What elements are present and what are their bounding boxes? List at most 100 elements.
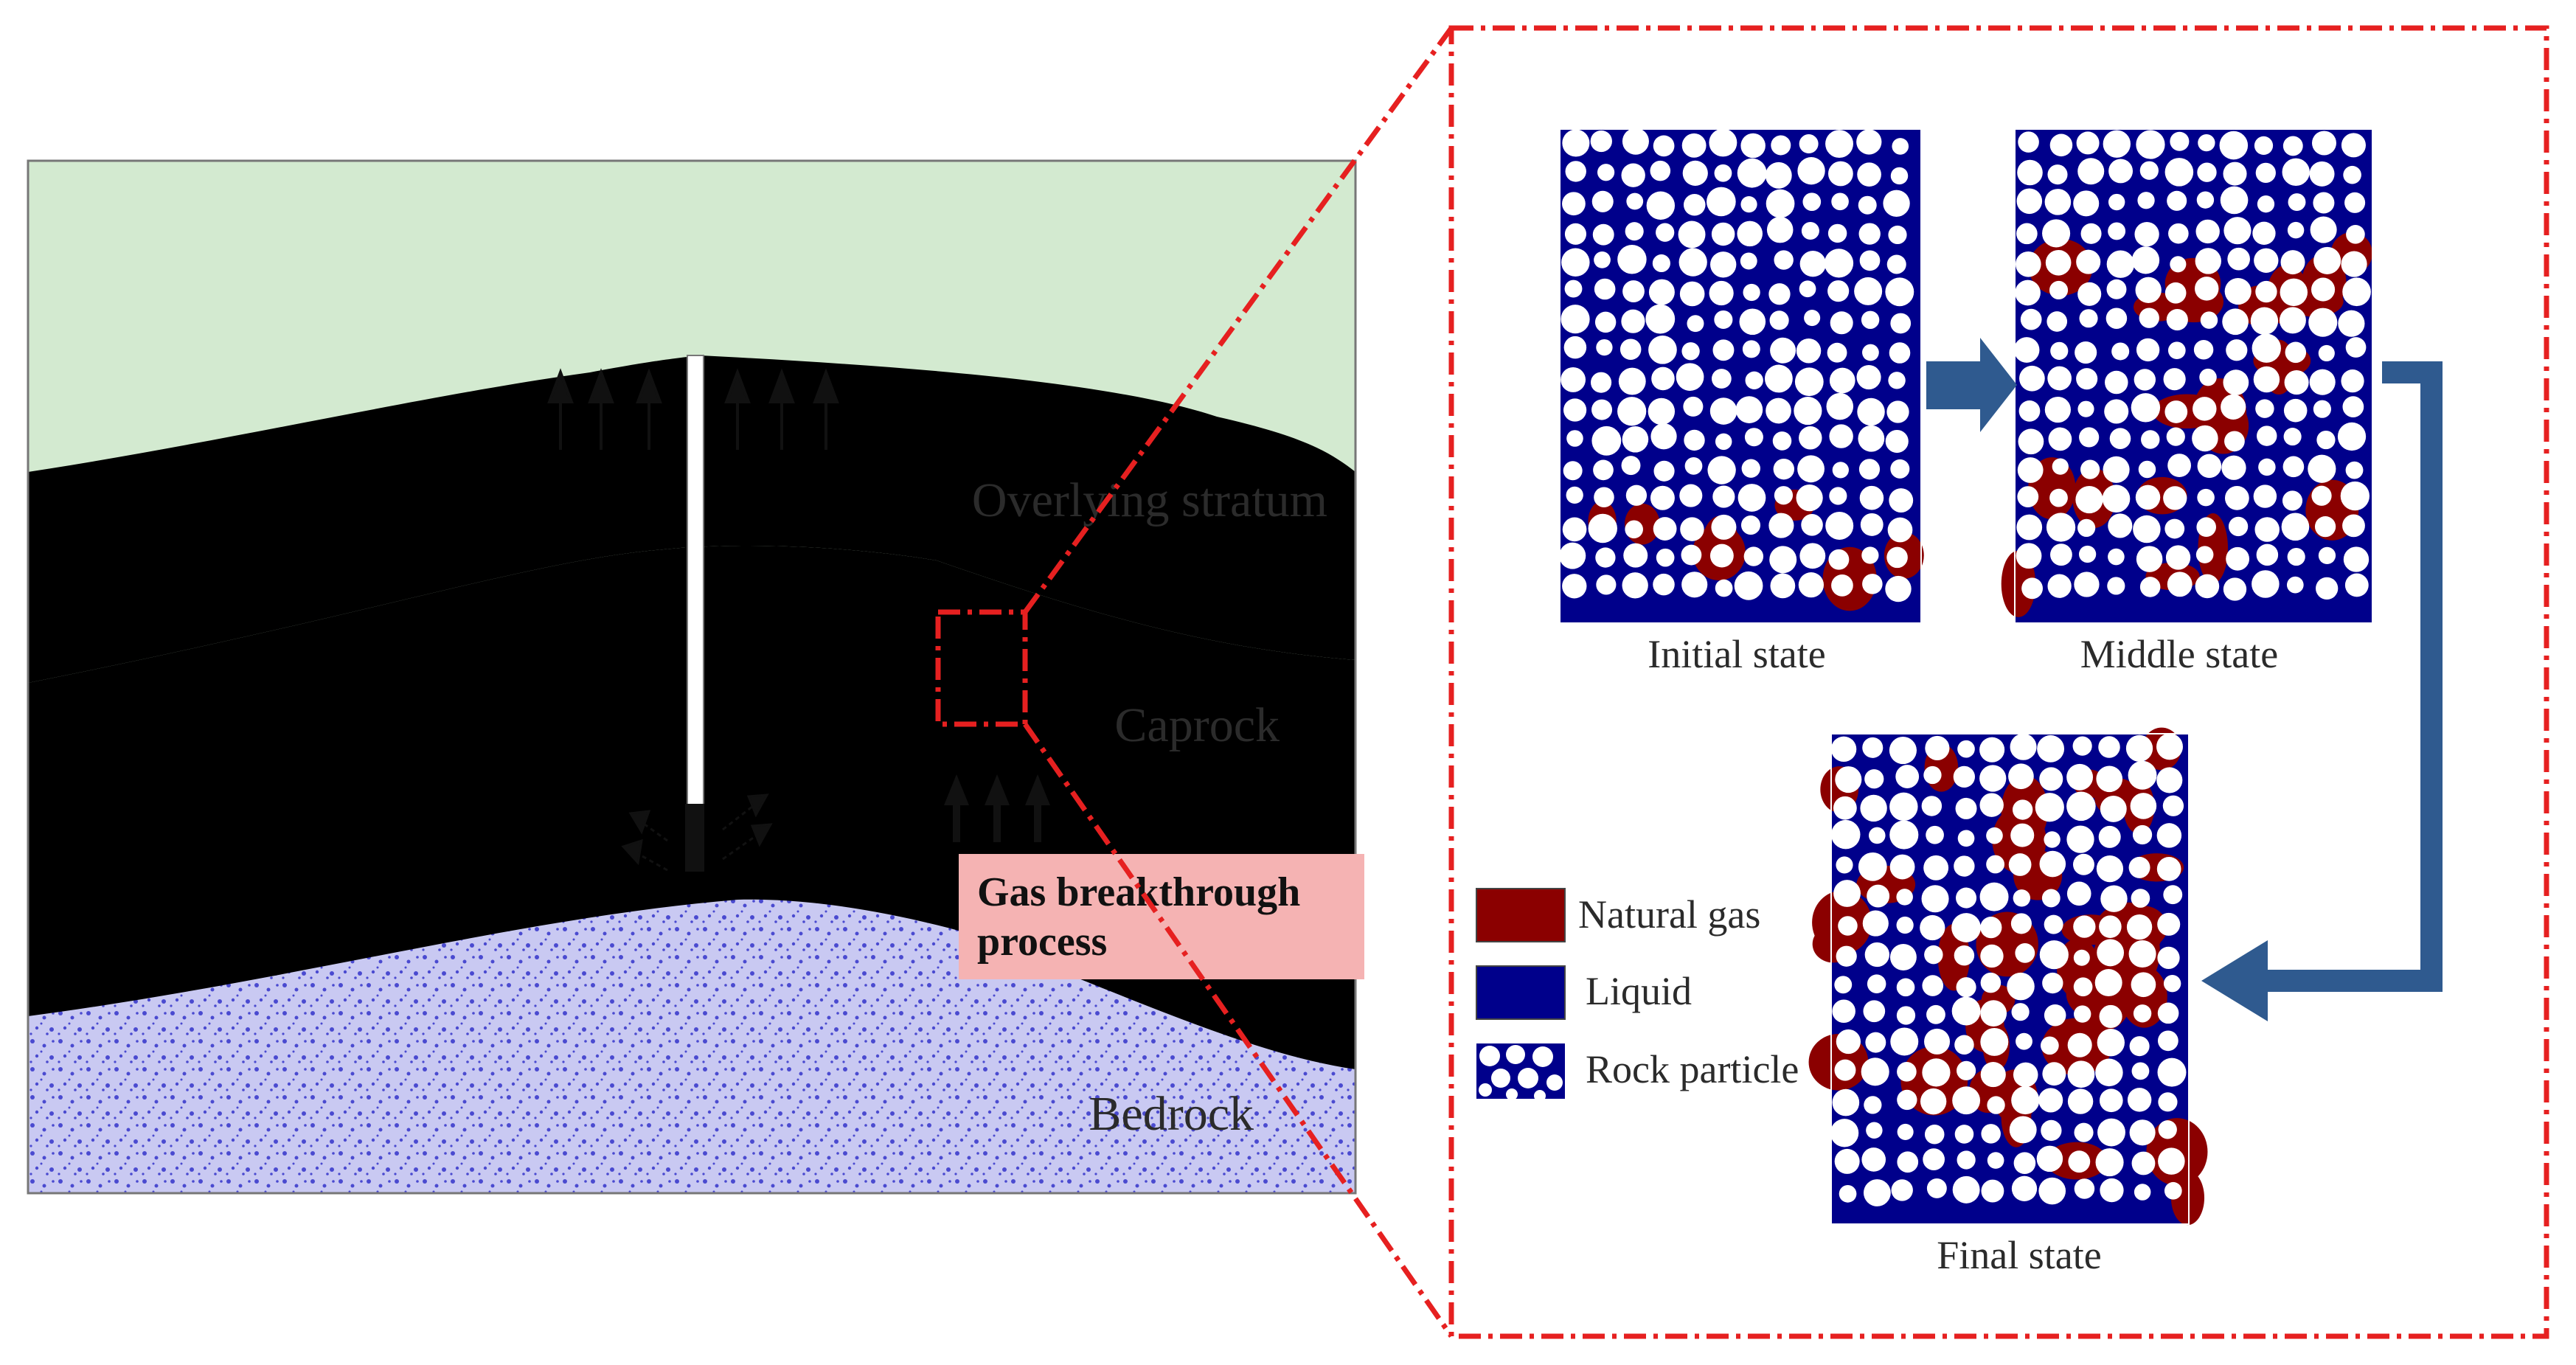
rock-particle <box>1834 1148 1860 1174</box>
rock-particle <box>1923 1148 1945 1171</box>
rock-particle <box>2133 515 2161 543</box>
zoom-region <box>935 609 1028 727</box>
rock-particle <box>1740 515 1761 535</box>
rock-particle <box>2222 308 2249 336</box>
rock-particle <box>2099 1004 2122 1029</box>
rock-particle <box>1769 310 1789 330</box>
rock-particle <box>2170 256 2187 273</box>
rock-particle <box>1835 766 1862 793</box>
rock-particle <box>2221 394 2246 420</box>
rock-particle <box>2287 221 2305 239</box>
rock-particle <box>1951 913 1981 942</box>
rock-particle <box>1652 254 1670 273</box>
rock-particle <box>1562 192 1586 216</box>
rock-particle <box>1561 248 1590 277</box>
rock-particle <box>1952 1175 1980 1204</box>
rock-particle <box>1838 916 1858 936</box>
rock-particle <box>2158 1120 2177 1139</box>
rock-particle <box>1827 223 1847 243</box>
surface-gas-arrows <box>547 368 839 450</box>
rock-particle <box>1896 889 1913 906</box>
rock-particle <box>1829 367 1855 394</box>
rock-particle <box>2219 131 2249 160</box>
rock-particle <box>1711 369 1732 389</box>
rock-particle <box>1890 167 1909 185</box>
rock-particle <box>1591 190 1614 212</box>
rock-particle <box>2316 430 2336 450</box>
rock-particle <box>2285 341 2307 364</box>
rock-particle <box>2074 1178 2095 1199</box>
rock-particle <box>2345 461 2364 479</box>
legend-rock-grain <box>1534 1090 1546 1102</box>
rock-particle <box>2255 399 2274 418</box>
rock-particle <box>1890 459 1910 479</box>
rock-particle <box>2346 224 2365 244</box>
rock-particle <box>1890 1027 1919 1056</box>
rock-particle <box>2016 188 2043 215</box>
panel-final <box>1808 727 2208 1226</box>
rock-particle <box>2016 543 2042 569</box>
rock-particle <box>1622 128 1649 155</box>
rock-particle <box>1712 339 1735 361</box>
rock-particle <box>2046 513 2076 542</box>
rock-particle <box>1828 161 1853 187</box>
rock-particle <box>2282 136 2303 156</box>
rock-particle <box>2341 369 2364 393</box>
rock-particle <box>2284 370 2309 395</box>
rock-particle <box>2341 133 2366 158</box>
rock-particle <box>2252 221 2276 245</box>
rock-particle <box>2041 889 2061 908</box>
layer-label-overlying: Overlying stratum <box>972 473 1327 527</box>
legend-rock-grain <box>1479 1046 1500 1066</box>
rock-particle <box>2308 308 2338 337</box>
rock-particle <box>2139 161 2159 180</box>
rock-particle <box>1832 462 1849 479</box>
rock-particle <box>1617 244 1647 274</box>
rock-particle <box>1957 1150 1976 1170</box>
rock-particle <box>1774 250 1794 270</box>
panel-label-initial: Initial state <box>1648 632 1825 676</box>
rock-particle <box>2252 570 2280 598</box>
rock-particle <box>1957 740 1975 758</box>
rock-particle <box>2077 400 2094 417</box>
rock-particle <box>1625 222 1644 241</box>
rock-particle <box>2074 572 2100 597</box>
rock-particle <box>2066 881 2091 906</box>
rock-particle <box>1980 1027 2009 1056</box>
rock-particle <box>1715 579 1733 597</box>
rock-particle <box>1799 134 1819 154</box>
rock-particle <box>1739 308 1766 336</box>
rock-particle <box>2049 488 2068 507</box>
rock-particle <box>1954 1125 1974 1144</box>
panel-frame <box>1559 128 1922 624</box>
rock-particle <box>1707 187 1736 217</box>
rock-particle <box>1799 280 1816 298</box>
rock-particle <box>1743 283 1760 302</box>
rock-particle <box>2158 1092 2178 1112</box>
rock-particle <box>2021 577 2044 600</box>
rock-particle <box>1653 460 1675 482</box>
rock-particle <box>1885 429 1909 454</box>
rock-particle <box>2098 825 2121 848</box>
rock-particle <box>2048 427 2072 451</box>
rock-particle <box>1735 396 1763 423</box>
rock-particle <box>2343 546 2370 572</box>
rock-particle <box>2079 309 2098 328</box>
rock-particle <box>1768 283 1791 305</box>
rock-particle <box>1888 225 1907 245</box>
rock-particle <box>2342 277 2371 307</box>
rock-particle <box>1681 544 1702 566</box>
rock-particle <box>2131 1151 2156 1175</box>
rock-particle <box>2128 760 2157 790</box>
rock-particle <box>2011 1175 2038 1201</box>
rock-particle <box>1826 392 1854 420</box>
rock-particle <box>2280 250 2305 275</box>
rock-particle <box>2016 514 2043 541</box>
rock-particle <box>2252 333 2281 363</box>
rock-particle <box>1714 310 1733 330</box>
rock-particle <box>1922 975 1944 996</box>
rock-particle <box>1858 195 1877 215</box>
rock-particle <box>1856 365 1881 390</box>
breakthrough-arrows <box>944 774 1050 842</box>
rock-particle <box>1895 765 1920 788</box>
